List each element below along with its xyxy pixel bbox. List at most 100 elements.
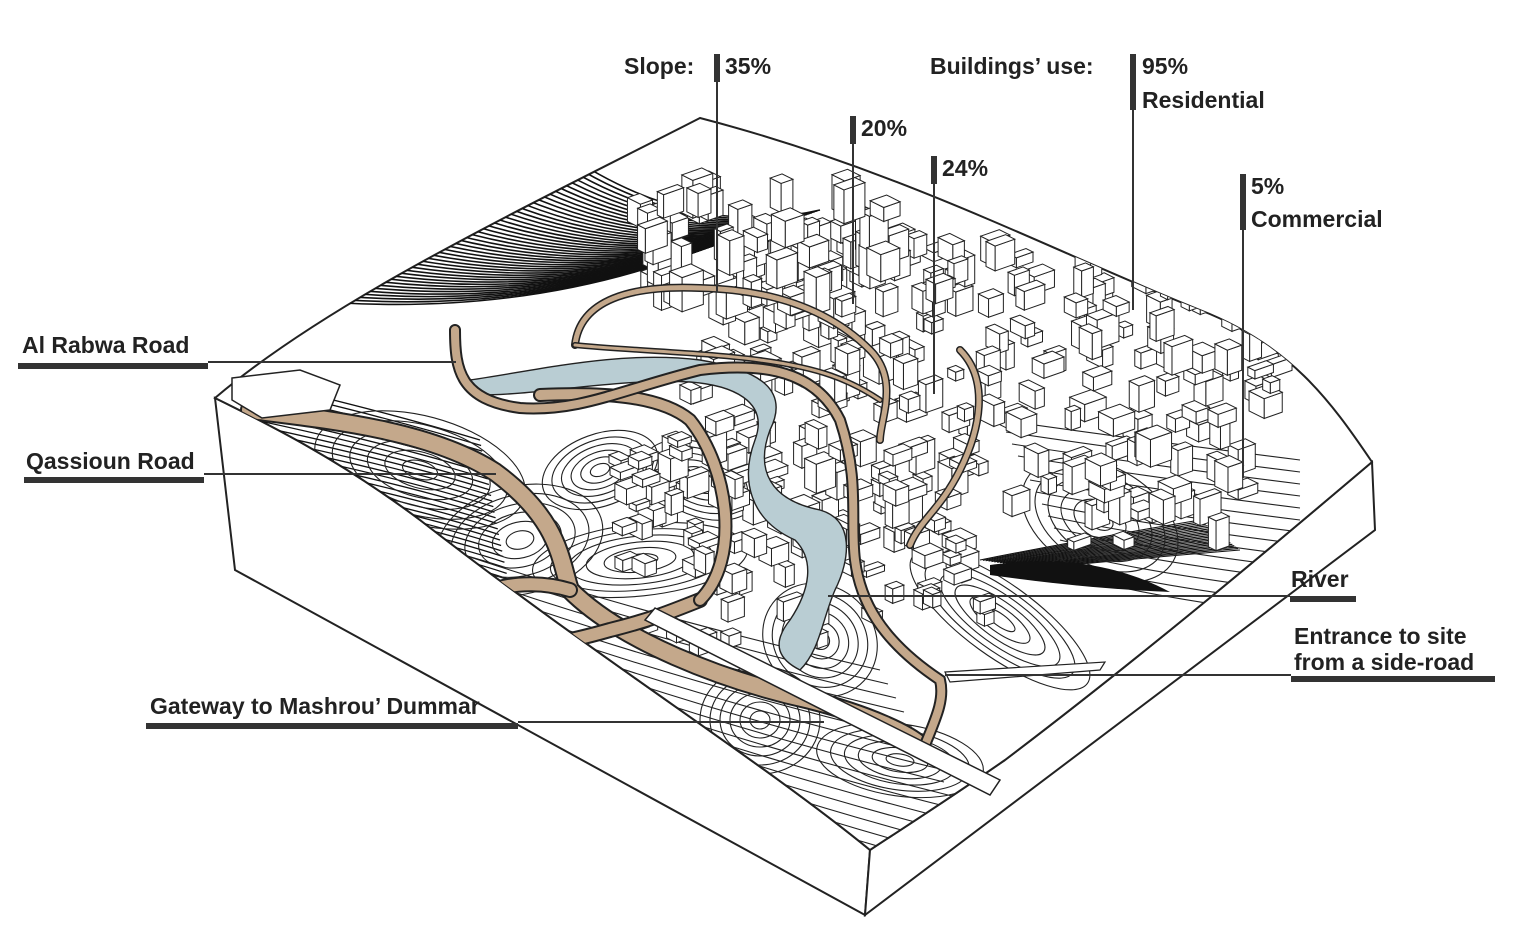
contour-ring	[464, 502, 576, 578]
hatch-line	[249, 423, 490, 486]
building	[882, 443, 914, 467]
commercial-marker-bar	[1240, 174, 1246, 230]
building	[685, 182, 713, 219]
building	[922, 586, 943, 609]
building	[1030, 350, 1066, 380]
building	[833, 342, 862, 377]
building	[668, 263, 705, 313]
hatch-line	[999, 529, 1214, 564]
building	[678, 380, 703, 406]
slope-value-1: 35%	[725, 53, 772, 79]
building	[1272, 273, 1298, 307]
building	[1039, 472, 1058, 496]
buildings-use-label: Buildings’ use:	[930, 53, 1094, 79]
contour-line	[1041, 503, 1301, 545]
building	[719, 592, 746, 623]
river-label: River	[1291, 566, 1349, 592]
building	[1159, 276, 1186, 301]
building	[946, 364, 966, 382]
building	[636, 216, 669, 255]
qassioun-road-label: Qassioun Road	[26, 448, 195, 474]
entrance-label-line-2: from a side-road	[1294, 649, 1475, 675]
building	[1229, 275, 1260, 300]
building	[628, 513, 654, 541]
building	[1169, 441, 1194, 477]
building	[803, 419, 829, 450]
al-rabwa-road-leader	[208, 361, 456, 363]
hatch-line	[994, 526, 1210, 563]
building	[1180, 399, 1211, 425]
building	[1147, 488, 1177, 526]
contour-ring	[589, 462, 611, 478]
building	[1009, 314, 1036, 340]
slope-marker-bar-1	[714, 54, 720, 82]
entrance-underline	[1291, 676, 1495, 682]
building	[984, 323, 1010, 354]
slope-leader-1	[716, 82, 718, 292]
building	[944, 534, 968, 554]
building	[974, 364, 1003, 387]
building	[1213, 454, 1244, 494]
building	[882, 522, 907, 554]
building	[892, 352, 920, 391]
building	[1004, 405, 1039, 439]
entrance-leader	[945, 674, 1291, 676]
slope-leader-3	[933, 184, 935, 394]
building	[1247, 310, 1276, 334]
building	[868, 194, 902, 223]
building	[977, 288, 1005, 319]
building	[1148, 305, 1176, 343]
building	[627, 450, 654, 471]
building	[1240, 325, 1263, 363]
contour-ring	[885, 753, 915, 767]
hatch-line	[997, 528, 1212, 563]
entrance-label-line-1: Entrance to site	[1294, 623, 1467, 649]
bridge-road-strip	[944, 661, 1107, 683]
building	[663, 487, 685, 517]
building	[656, 184, 685, 220]
building	[692, 545, 716, 576]
building	[611, 516, 639, 537]
building	[1246, 360, 1275, 380]
hatch-line	[1005, 532, 1218, 564]
building	[878, 333, 905, 359]
contour-ring	[939, 572, 1061, 668]
corner-building	[231, 369, 341, 419]
contour-ring	[739, 701, 781, 739]
building	[764, 247, 799, 290]
building	[1066, 532, 1093, 552]
slope-marker-bar-2	[850, 116, 856, 144]
hatch-line	[249, 418, 488, 480]
building	[1162, 334, 1194, 377]
building	[757, 535, 790, 568]
residential-label: Residential	[1142, 87, 1265, 113]
building	[1155, 371, 1181, 397]
contour-ring	[954, 584, 1046, 656]
contour-ring	[969, 596, 1031, 644]
gateway-label: Gateway to Mashrou’ Dummar	[150, 693, 480, 719]
river-underline	[1290, 596, 1356, 602]
building	[977, 393, 1006, 428]
residential-marker-bar	[1130, 54, 1136, 110]
building	[1097, 403, 1136, 438]
building	[1111, 530, 1136, 551]
building	[631, 467, 662, 489]
building	[1191, 284, 1217, 316]
contour-line	[1047, 515, 1301, 557]
residential-percent: 95%	[1142, 53, 1189, 79]
hatch-line	[988, 523, 1206, 562]
gateway-leader	[518, 721, 824, 723]
building	[1072, 262, 1095, 299]
building	[1286, 304, 1316, 334]
hatch-line	[1008, 533, 1220, 565]
building	[1081, 365, 1114, 392]
building	[917, 374, 945, 414]
hatch-line	[1002, 530, 1216, 564]
building	[1213, 338, 1243, 377]
building	[768, 173, 795, 214]
qassioun-road-underline	[24, 477, 204, 483]
building	[1083, 452, 1118, 487]
building	[1127, 375, 1156, 413]
river-leader	[828, 595, 1290, 597]
contour-ring	[384, 449, 456, 491]
